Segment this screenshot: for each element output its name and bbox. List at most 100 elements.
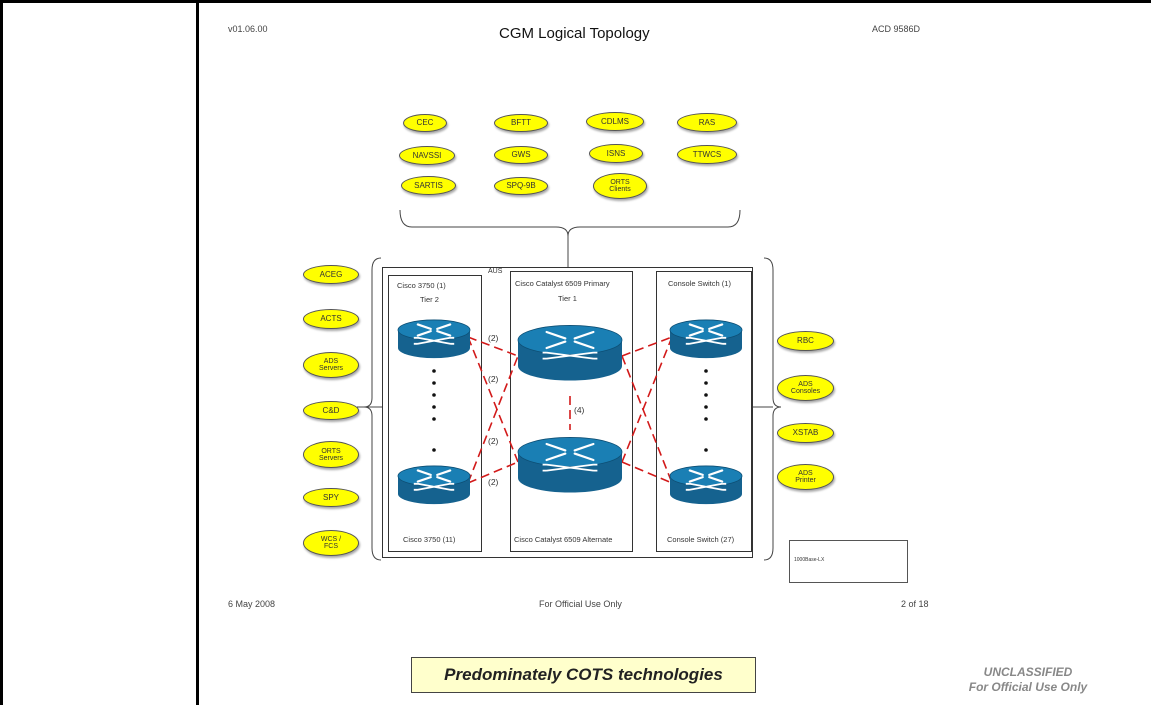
oval-label: NAVSSI [412, 150, 442, 160]
tier2-top-label: Cisco 3750 (1) [397, 281, 446, 290]
oval-label: BFTT [511, 118, 531, 127]
red-trunk-link [621, 355, 673, 484]
oval-label: SARTIS [414, 180, 443, 190]
doc-id-label: ACD 9586D [872, 24, 921, 34]
tier1-top-label: Cisco Catalyst 6509 Primary [515, 279, 610, 288]
ellipsis-dot [704, 393, 708, 397]
oval-label: ADS Servers [318, 358, 344, 372]
frame-inner-left-border [196, 0, 199, 705]
ellipsis-dot [432, 369, 436, 373]
classification-marking: UNCLASSIFIED For Official Use Only [958, 665, 1098, 695]
ellipsis-dot [432, 393, 436, 397]
router-arrows [416, 469, 452, 483]
right-systems-bracket [763, 257, 782, 561]
red-trunk-link [621, 336, 673, 357]
oval-label: SPY [322, 492, 339, 502]
console-top-label: Console Switch (1) [668, 279, 731, 288]
red-trunk-link [467, 461, 519, 484]
page-title: CGM Logical Topology [499, 25, 650, 42]
red-trunk-link [467, 336, 519, 463]
legend-label: 1000Base-LX [794, 557, 825, 563]
system-oval-orts-clients[interactable]: ORTS Clients [593, 173, 647, 199]
oval-label: ISNS [606, 148, 626, 158]
system-oval-acts[interactable]: ACTS [303, 309, 359, 329]
console-switch-group: Console Switch (1) Console Switch (27) [656, 271, 752, 552]
link-count-label: (4) [574, 405, 585, 415]
router-top [669, 319, 743, 341]
system-oval-bftt[interactable]: BFTT [494, 114, 548, 132]
legend-box: 1000Base-LX [789, 540, 908, 583]
router-top [397, 465, 471, 487]
ellipsis-dot [704, 405, 708, 409]
oval-label: ACEG [319, 269, 343, 279]
oval-label: XSTAB [792, 428, 819, 437]
router-switch-glyph [542, 351, 598, 360]
oval-label: GWS [511, 150, 531, 159]
summary-banner: Predominately COTS technologies [411, 657, 756, 693]
red-trunk-link [467, 336, 519, 357]
system-oval-cdlms[interactable]: CDLMS [586, 112, 644, 131]
system-oval-xstab[interactable]: XSTAB [777, 423, 834, 443]
oval-label: WCS / FCS [320, 536, 342, 550]
system-oval-ads-servers[interactable]: ADS Servers [303, 352, 359, 378]
red-trunk-link [621, 461, 673, 484]
oval-label: ACTS [320, 314, 342, 323]
router-switch-glyph [413, 336, 455, 345]
oval-label: C&D [322, 405, 340, 415]
router-arrows [545, 442, 595, 462]
console-router-bottom [669, 465, 743, 505]
red-trunk-link [467, 355, 519, 484]
system-oval-sartis[interactable]: SARTIS [401, 176, 456, 195]
oval-label: CDLMS [600, 116, 629, 126]
router-top [669, 465, 743, 487]
system-oval-cec[interactable]: CEC [403, 114, 447, 132]
oval-label: SPQ-9B [506, 181, 536, 190]
aus-container [382, 267, 753, 558]
ellipsis-dot [432, 381, 436, 385]
oval-label: RBC [797, 336, 814, 345]
system-oval-gws[interactable]: GWS [494, 146, 548, 164]
system-oval-orts-servers[interactable]: ORTS Servers [303, 441, 359, 468]
ellipsis-dot [704, 369, 708, 373]
red-trunk-link [621, 336, 673, 463]
footer-date: 6 May 2008 [228, 599, 276, 609]
console-bottom-label: Console Switch (27) [667, 535, 735, 544]
frame-top-border [0, 0, 1151, 3]
router-arrows [688, 469, 724, 483]
console-router-top [669, 319, 743, 359]
system-oval-spy[interactable]: SPY [303, 488, 359, 507]
version-label: v01.06.00 [228, 24, 268, 34]
classification-line2: For Official Use Only [968, 680, 1088, 694]
system-oval-navssi[interactable]: NAVSSI [399, 146, 455, 165]
system-oval-ras[interactable]: RAS [677, 113, 737, 132]
link-count-label: (2) [488, 436, 499, 446]
system-oval-ads-printer[interactable]: ADS Printer [777, 464, 834, 490]
system-oval-rbc[interactable]: RBC [777, 331, 834, 351]
ellipsis-dot [432, 405, 436, 409]
router-switch-glyph [685, 482, 727, 491]
tier2-bottom-label: Cisco 3750 (11) [403, 535, 456, 544]
ellipsis-dot [432, 417, 436, 421]
router-arrows [416, 323, 452, 337]
router-arrows [545, 330, 595, 350]
system-oval-ttwcs[interactable]: TTWCS [677, 145, 737, 164]
oval-label: RAS [698, 117, 716, 127]
system-oval-wcs-fcs[interactable]: WCS / FCS [303, 530, 359, 556]
classification-line1: UNCLASSIFIED [983, 665, 1073, 679]
footer-distribution: For Official Use Only [539, 599, 622, 609]
aus-label: AUS [488, 268, 503, 275]
system-oval-ads-consoles[interactable]: ADS Consoles [777, 375, 834, 401]
system-oval-c-and-d[interactable]: C&D [303, 401, 359, 420]
system-oval-aceg[interactable]: ACEG [303, 265, 359, 284]
link-count-label: (2) [488, 333, 499, 343]
system-oval-isns[interactable]: ISNS [589, 144, 643, 163]
oval-label: ADS Consoles [790, 381, 821, 395]
router-top [517, 325, 623, 355]
ellipsis-dot [704, 417, 708, 421]
system-oval-spq9b[interactable]: SPQ-9B [494, 177, 548, 195]
tier2-router-bottom [397, 465, 471, 505]
ellipsis-dot [704, 381, 708, 385]
oval-label: TTWCS [692, 149, 722, 159]
